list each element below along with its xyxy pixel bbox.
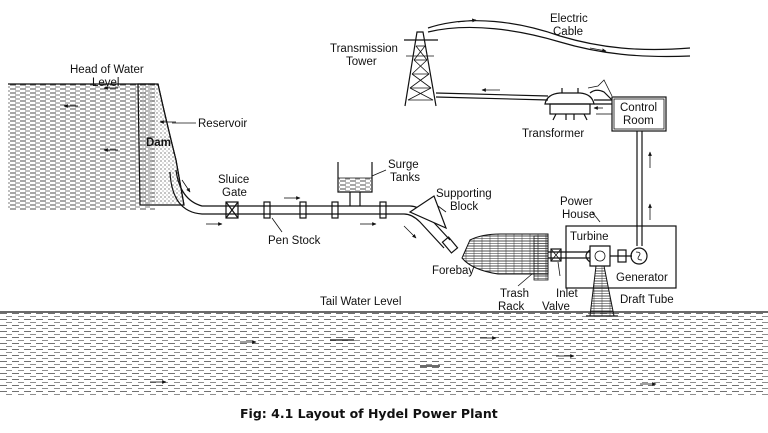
power-house-label: Power House	[560, 196, 596, 221]
leader-line	[437, 205, 447, 213]
turbine	[585, 245, 632, 267]
sluice-gate-label: Sluice Gate	[218, 174, 253, 199]
surge-tank	[337, 162, 373, 206]
head-of-water-level-label: Head of Water Level	[70, 64, 147, 89]
supporting-block	[408, 195, 448, 230]
tail-water	[0, 311, 768, 395]
leader-line	[271, 217, 283, 233]
dam	[137, 83, 185, 206]
reservoir-water	[8, 83, 155, 210]
flow-arrow	[457, 18, 477, 23]
transmission-tower-label: Transmission Tower	[330, 43, 401, 68]
dam-label: Dam	[146, 137, 171, 149]
trash-rack-label: Trash Rack	[498, 288, 532, 313]
pen-stock-label: Pen Stock	[268, 235, 321, 247]
inlet-valve-label: Inlet Valve	[542, 288, 581, 313]
turbine-label: Turbine	[570, 231, 609, 243]
draft-tube	[586, 265, 618, 317]
flow-arrow	[403, 225, 417, 239]
leader-line	[557, 261, 561, 277]
draft-tube-label: Draft Tube	[620, 294, 674, 306]
surge-tanks-label: Surge Tanks	[388, 159, 422, 184]
flow-arrow	[181, 179, 191, 193]
inlet-valve	[548, 248, 590, 262]
supporting-block-label: Supporting Block	[436, 188, 495, 213]
pipe-joint	[441, 236, 459, 254]
control-room	[611, 96, 667, 132]
leader-line	[517, 273, 533, 287]
power-house	[565, 225, 677, 289]
generator	[617, 247, 648, 265]
control-room-label: Control Room	[620, 102, 660, 127]
generator-cables	[636, 131, 652, 246]
generator-label: Generator	[616, 272, 668, 284]
transmission-tower	[404, 31, 438, 107]
transformer-wires	[587, 79, 613, 115]
tail-water-level-label: Tail Water Level	[320, 296, 401, 308]
leader-line	[371, 169, 387, 177]
leader-line	[591, 211, 601, 223]
reservoir-label: Reservoir	[198, 118, 247, 130]
electric-cable-label: Electric Cable	[550, 13, 591, 38]
figure-caption: Fig: 4.1 Layout of Hydel Power Plant	[240, 406, 498, 421]
transformer	[544, 88, 595, 121]
forebay-label: Forebay	[432, 265, 474, 277]
electric-cable	[427, 18, 691, 58]
transformer-label: Transformer	[522, 128, 584, 140]
flow-arrow	[589, 47, 607, 53]
trash-rack	[533, 235, 549, 281]
transmission-line	[435, 88, 549, 101]
sluice-gate	[225, 201, 239, 219]
